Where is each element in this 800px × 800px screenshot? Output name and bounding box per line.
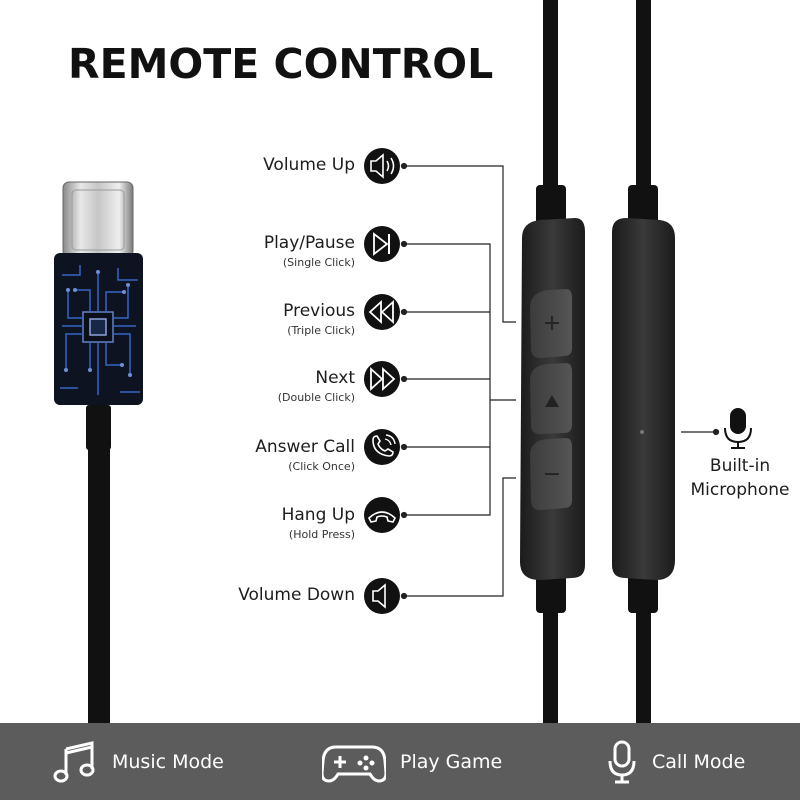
footer-label: Music Mode: [112, 750, 224, 773]
function-sublabel: (Click Once): [288, 460, 355, 473]
function-sublabel: (Hold Press): [288, 528, 355, 541]
remote-cable: [536, 0, 566, 723]
minus-glyph: −: [543, 462, 561, 487]
footer-item-call-mode: Call Mode: [606, 723, 745, 800]
footer-label: Call Mode: [652, 750, 746, 773]
volume-up-icon: [364, 148, 400, 184]
mic-label-line2: Microphone: [690, 480, 790, 500]
function-play-pause: Play/Pause (Single Click): [264, 233, 355, 270]
function-sublabel: (Single Click): [282, 256, 355, 269]
answer-call-icon: [364, 429, 400, 465]
next-icon: [364, 361, 400, 397]
microphone-icon: [724, 408, 752, 449]
footer-bar: Music Mode Play Game Call Mode: [0, 723, 800, 800]
hang-up-icon: [364, 497, 400, 533]
function-next: Next (Double Click): [278, 368, 355, 405]
footer-item-play-game: Play Game: [322, 723, 502, 800]
function-label: Answer Call: [255, 437, 355, 457]
callout-lines: [400, 162, 720, 600]
microphone-icon: [608, 740, 636, 783]
mic-label-line1: Built-in: [709, 456, 771, 476]
function-sublabel: (Double Click): [277, 391, 355, 404]
function-sublabel: (Triple Click): [287, 324, 355, 337]
function-volume-up: Volume Up: [263, 155, 355, 175]
mic-cable: [628, 0, 658, 723]
function-hang-up: Hang Up (Hold Press): [282, 505, 355, 542]
play-pause-icon: [364, 226, 400, 262]
function-label: Volume Up: [263, 155, 355, 175]
music-note-icon: [53, 740, 95, 782]
function-answer-call: Answer Call (Click Once): [255, 437, 355, 474]
function-label: Play/Pause: [263, 233, 355, 253]
volume-down-icon: [364, 578, 400, 614]
previous-icon: [364, 294, 400, 330]
built-in-microphone-label: Built-in Microphone: [672, 454, 800, 502]
gamepad-icon: [322, 745, 386, 783]
footer-item-music-mode: Music Mode: [52, 723, 224, 800]
function-volume-down: Volume Down: [238, 585, 355, 605]
function-label: Next: [315, 368, 355, 388]
function-label: Volume Down: [238, 585, 355, 605]
function-label: Previous: [283, 301, 355, 321]
volume-up-button[interactable]: [530, 289, 572, 358]
microphone-pod: [612, 218, 675, 580]
usb-c-connector: [54, 181, 143, 723]
mic-hole: [640, 430, 644, 434]
play-icon: [545, 395, 559, 407]
function-previous: Previous (Triple Click): [283, 301, 355, 338]
remote-control-body: + −: [520, 218, 585, 580]
footer-label: Play Game: [400, 750, 503, 773]
plus-glyph: +: [543, 311, 561, 336]
volume-down-button[interactable]: [530, 438, 572, 510]
page-title: REMOTE CONTROL: [68, 40, 494, 88]
function-label: Hang Up: [281, 505, 355, 525]
